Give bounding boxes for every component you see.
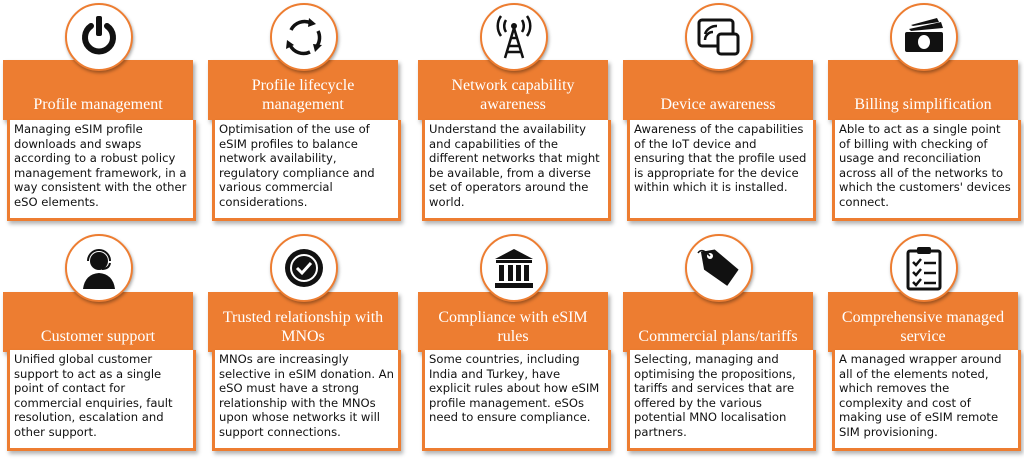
card-title: Billing simplification [854,96,992,113]
card-description: Understand the availability and capabili… [422,120,611,221]
card-description: Awareness of the capabilities of the IoT… [627,120,816,221]
clipboard-checklist-icon [906,247,942,291]
card-header: Comprehensive managed service [828,292,1018,352]
cycle-arrows-icon [286,18,322,56]
icon-circle [270,234,338,302]
government-building-icon [495,249,533,288]
icon-circle [685,234,753,302]
card-title: Profile lifecycle management [251,77,355,113]
card-title: Commercial plans/tariffs [638,328,798,345]
card-description: A managed wrapper around all of the elem… [832,350,1021,451]
card-title: Network capability awareness [451,77,575,113]
icon-circle [65,3,133,71]
icon-circle [480,234,548,302]
card-title: Profile management [33,96,163,113]
icon-circle [890,234,958,302]
card-title: Comprehensive managed service [841,309,1005,345]
card-description: Able to act as a single point of billing… [832,120,1021,221]
power-icon [82,16,116,55]
card-header: Trusted relationship with MNOs [208,292,398,352]
card-title: Device awareness [660,96,776,113]
device-wireless-icon [697,18,740,56]
icon-circle [270,3,338,71]
card-header: Compliance with eSIM rules [418,292,608,352]
card-description: Managing eSIM profile downloads and swap… [7,120,196,221]
card-description: Unified global customer support to act a… [7,350,196,451]
card-header: Customer support [3,292,193,352]
icon-circle [480,3,548,71]
card-header: Network capability awareness [418,60,608,120]
antenna-tower-icon [496,15,532,59]
price-tag-icon [697,249,739,286]
card-description: MNOs are increasingly selective in eSIM … [212,350,401,451]
card-description: Selecting, managing and optimising the p… [627,350,816,451]
card-title: Compliance with eSIM rules [438,309,588,345]
icon-circle [685,3,753,71]
verified-badge-icon [285,249,323,287]
icon-circle [890,3,958,71]
card-description: Optimisation of the use of eSIM profiles… [212,120,401,221]
card-title: Trusted relationship with MNOs [222,309,384,345]
card-header: Commercial plans/tariffs [623,292,813,352]
card-description: Some countries, including India and Turk… [422,350,611,451]
icon-circle [65,234,133,302]
headset-person-icon [83,249,115,289]
money-icon [905,18,943,52]
card-title: Customer support [40,328,156,345]
